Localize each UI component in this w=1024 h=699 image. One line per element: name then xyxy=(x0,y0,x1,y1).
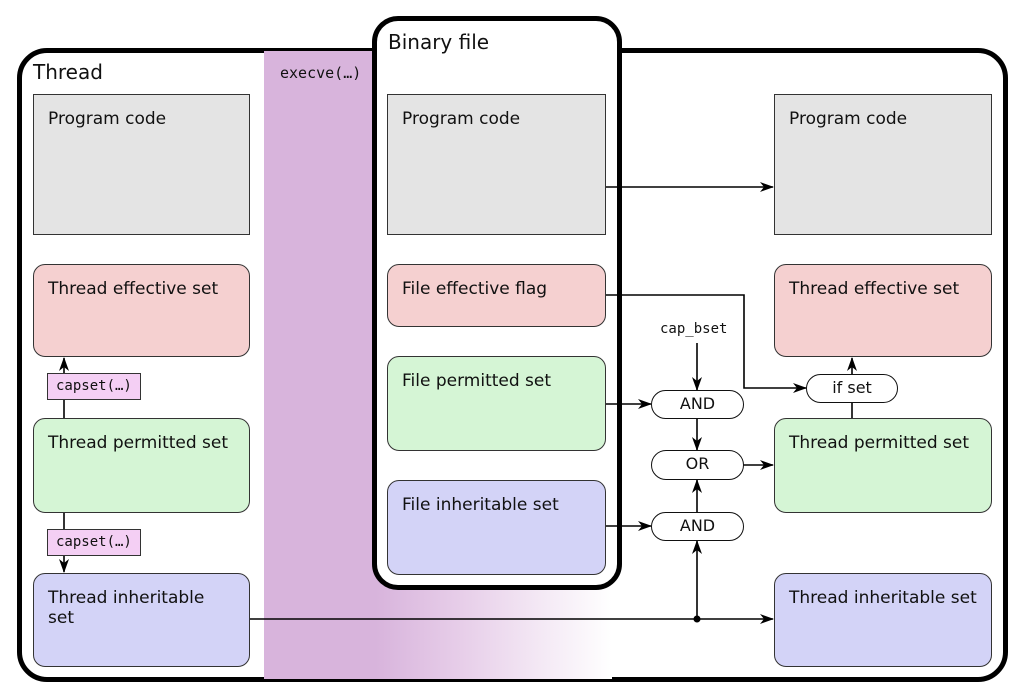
if-set-condition: if set xyxy=(806,374,898,403)
file-permitted-set: File permitted set xyxy=(387,356,606,451)
right-thread-effective-set: Thread effective set xyxy=(774,264,992,357)
capset-label-bottom: capset(…) xyxy=(47,529,141,556)
or-operator: OR xyxy=(651,450,744,480)
right-thread-permitted-set: Thread permitted set xyxy=(774,418,992,513)
left-thread-effective-set: Thread effective set xyxy=(33,264,250,357)
and-operator-top: AND xyxy=(651,390,744,419)
thread-title: Thread xyxy=(33,60,103,84)
right-thread-inheritable-set: Thread inheritable set xyxy=(774,573,992,667)
capset-label-top: capset(…) xyxy=(47,373,141,400)
right-program-code: Program code xyxy=(774,94,992,235)
execve-label: execve(…) xyxy=(280,64,362,82)
file-inheritable-set: File inheritable set xyxy=(387,480,606,575)
effective-flag-arrow xyxy=(606,294,807,393)
file-effective-flag: File effective flag xyxy=(387,264,606,327)
file-program-code: Program code xyxy=(387,94,606,235)
cap-bset-label: cap_bset xyxy=(660,321,728,337)
left-thread-inheritable-set: Thread inheritable set xyxy=(33,573,250,667)
left-program-code: Program code xyxy=(33,94,250,235)
binary-file-title: Binary file xyxy=(388,30,490,54)
left-thread-permitted-set: Thread permitted set xyxy=(33,418,250,513)
and-operator-bottom: AND xyxy=(651,512,744,541)
junction-dot xyxy=(693,615,701,623)
